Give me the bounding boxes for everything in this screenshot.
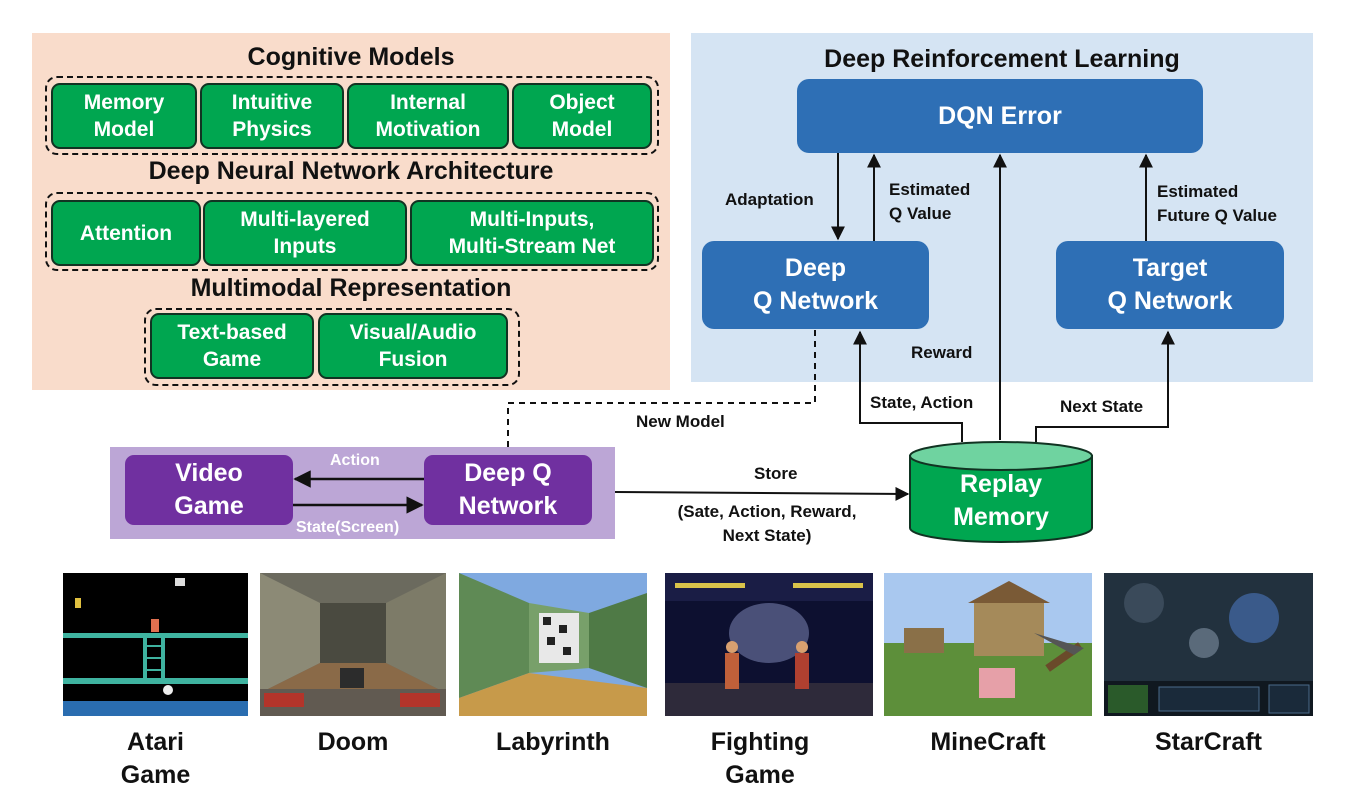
new-model-label: New Model — [636, 412, 725, 431]
target-q-network-box: Target Q Network — [1056, 241, 1284, 329]
multimodal-title: Multimodal Representation — [190, 274, 512, 302]
dqn-error-box: DQN Error — [797, 79, 1203, 153]
labyrinth-caption: Labyrinth — [496, 728, 610, 756]
intuitive-physics-box: Intuitive Physics — [200, 83, 344, 149]
state-action-label: State, Action — [870, 393, 974, 412]
minecraft-image — [884, 573, 1092, 716]
reward-label: Reward — [911, 343, 973, 362]
deep-rl-title: Deep Reinforcement Learning — [824, 45, 1180, 73]
text-based-game-box: Text-based Game — [150, 313, 314, 379]
estimated-q-value-label: Estimated Q Value — [889, 180, 971, 223]
visual-audio-fusion-box: Visual/Audio Fusion — [318, 313, 508, 379]
architecture-title: Deep Neural Network Architecture — [148, 157, 554, 185]
replay-memory-label: Replay Memory — [953, 470, 1049, 531]
deep-q-network-box: Deep Q Network — [702, 241, 929, 329]
labyrinth-image — [459, 573, 647, 716]
action-label: Action — [330, 452, 380, 469]
multi-layered-inputs-box: Multi-layered Inputs — [203, 200, 407, 266]
cognitive-models-title: Cognitive Models — [247, 43, 455, 71]
atari-game-caption: Atari Game — [120, 728, 191, 789]
minecraft-caption: MineCraft — [930, 728, 1046, 756]
doom-caption: Doom — [317, 728, 389, 756]
estimated-future-q-value-label: Estimated Future Q Value — [1157, 182, 1277, 225]
attention-box: Attention — [51, 200, 201, 266]
starcraft-caption: StarCraft — [1155, 728, 1262, 756]
memory-model-box: Memory Model — [51, 83, 197, 149]
state-screen-label: State(Screen) — [296, 519, 400, 536]
object-model-box: Object Model — [512, 83, 652, 149]
internal-motivation-box: Internal Motivation — [347, 83, 509, 149]
atari-game-image — [63, 573, 248, 716]
starcraft-image — [1104, 573, 1313, 716]
loop-deep-q-network-box: Deep Q Network — [424, 455, 592, 525]
doom-image — [260, 573, 446, 716]
adaptation-label: Adaptation — [725, 190, 814, 209]
store-label: Store — [754, 464, 798, 483]
store-tuple-label: (Sate, Action, Reward, Next State) — [677, 502, 857, 545]
architecture-group — [45, 192, 659, 271]
next-state-label: Next State — [1060, 397, 1144, 416]
video-game-box: Video Game — [125, 455, 293, 525]
fighting-game-image — [665, 573, 873, 716]
fighting-game-caption: Fighting Game — [710, 728, 810, 789]
cognitive-models-group — [45, 76, 659, 155]
multi-inputs-multi-stream-box: Multi-Inputs, Multi-Stream Net — [410, 200, 654, 266]
